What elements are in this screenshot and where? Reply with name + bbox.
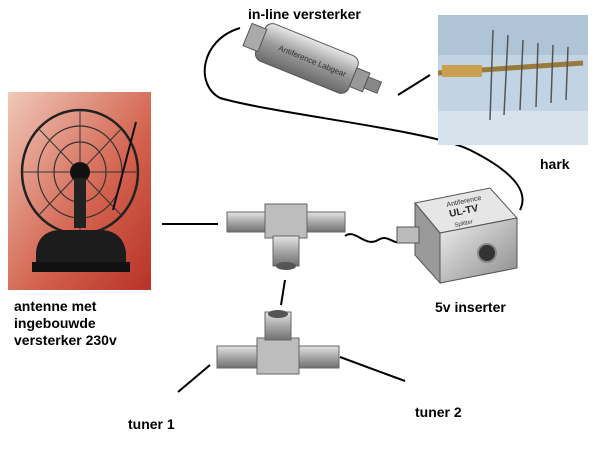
inserter-photo: Antiference UL-TV Splitter	[396, 187, 518, 285]
label-inserter: 5v inserter	[435, 299, 506, 315]
cable-amp-to-inserter	[203, 27, 524, 211]
hark-antenna-photo	[438, 15, 588, 145]
cable-splitter-to-inserter	[344, 233, 401, 244]
cable-to-tuner-2	[339, 356, 406, 382]
t-splitter-top-photo	[226, 203, 346, 270]
cable-to-tuner-1	[177, 364, 211, 393]
label-antenna: antenne met ingebouwde versterker 230v	[14, 298, 117, 348]
inline-amplifier-photo: Antiference Labgear	[242, 22, 383, 94]
antenna-photo	[8, 92, 151, 290]
t-splitter-bottom-photo	[216, 310, 340, 375]
label-tuner-2: tuner 2	[415, 404, 462, 420]
label-inline-amplifier: in-line versterker	[248, 6, 361, 22]
cable-splitter-to-splitter	[280, 279, 286, 306]
cable-amp-to-hark	[397, 74, 431, 96]
label-hark: hark	[540, 156, 570, 172]
label-tuner-1: tuner 1	[128, 416, 175, 432]
inserter-sub-text: Splitter	[454, 219, 474, 229]
